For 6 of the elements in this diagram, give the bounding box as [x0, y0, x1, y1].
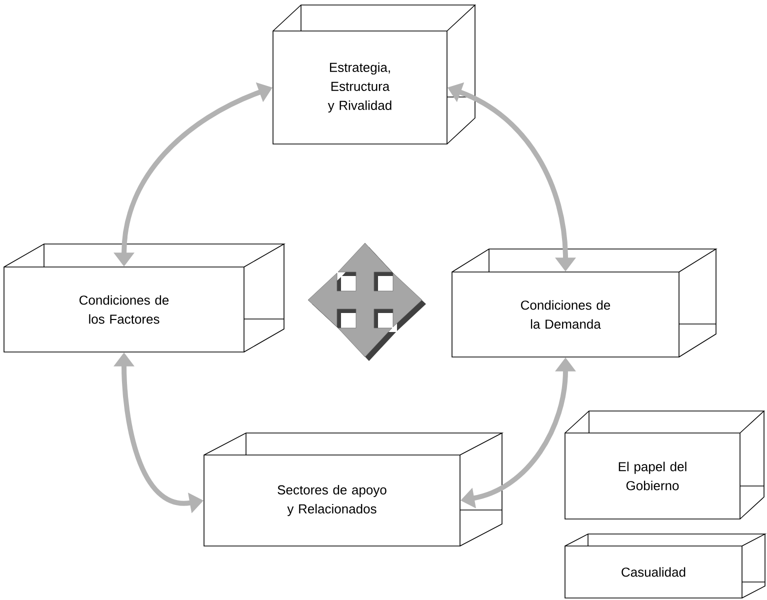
- box-drawing: Condiciones de los Factores: [4, 244, 286, 352]
- box-drawing: Sectores de apoyo y Relacionados: [204, 432, 504, 546]
- box-drawing: Estrategia, Estructura y Rivalidad: [272, 4, 476, 144]
- box-drawing: El papel del Gobierno: [564, 410, 766, 520]
- box-drawing: Casualidad: [564, 534, 767, 598]
- box-drawing: Condiciones de la Demanda: [452, 248, 718, 358]
